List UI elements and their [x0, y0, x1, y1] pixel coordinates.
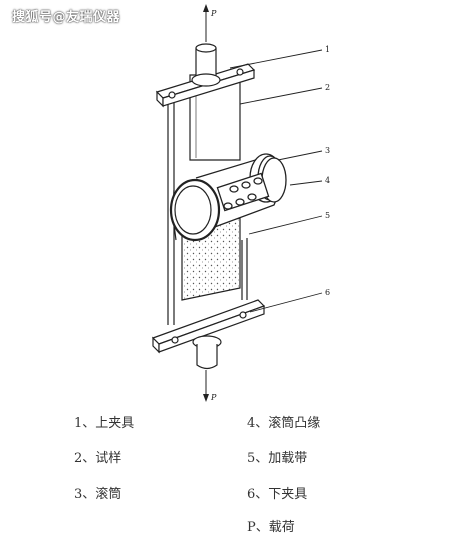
- legend-item-1: 1、上夹具: [74, 416, 135, 431]
- legend-item-5: 5、加载带: [247, 451, 308, 466]
- roller-flange: [169, 178, 221, 242]
- callout-5: 5: [325, 211, 330, 220]
- callout-3: 3: [325, 146, 330, 155]
- legend-item-3: 3、滚筒: [74, 487, 122, 502]
- legend-item-p: P、载荷: [247, 520, 295, 535]
- callout-numbers: 1 2 3 4 5 6: [325, 45, 330, 297]
- lower-clamp: [151, 299, 266, 354]
- watermark: 搜狐号@友瑞仪器: [12, 10, 121, 25]
- callout-1: 1: [325, 45, 330, 54]
- top-load-arrow: P: [203, 4, 217, 42]
- legend-item-4: 4、滚筒凸缘: [247, 416, 321, 431]
- bottom-load-label: P: [210, 393, 217, 402]
- upper-shaft: [191, 43, 221, 87]
- callout-2: 2: [325, 83, 330, 92]
- legend-item-2: 2、试样: [74, 451, 122, 466]
- callout-6: 6: [325, 288, 330, 297]
- bottom-load-arrow: P: [203, 370, 217, 402]
- legend-item-6: 6、下夹具: [247, 487, 308, 502]
- lower-shaft: [192, 335, 222, 370]
- top-load-label: P: [210, 9, 217, 18]
- callout-leaders: [229, 49, 323, 313]
- callout-4: 4: [325, 176, 330, 185]
